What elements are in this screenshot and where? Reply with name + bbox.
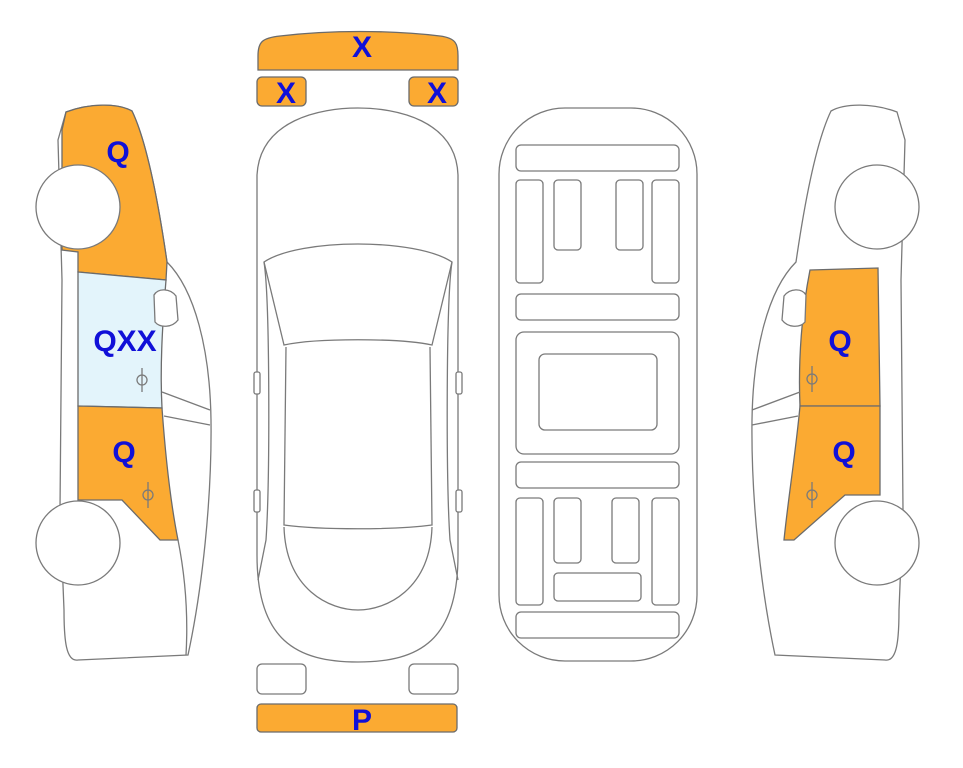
underbody-rail-7 [515, 461, 680, 489]
left-front-fender-label: Q [106, 136, 129, 169]
top-car-outline [256, 107, 459, 663]
top-left-mirror [253, 371, 261, 395]
underbody-rail-11 [651, 497, 680, 606]
underbody-rail-13 [515, 611, 680, 639]
underbody-view [498, 107, 698, 662]
front-bumper-label: X [352, 31, 372, 64]
right-front-handle-knob [806, 373, 818, 385]
top-roof [283, 346, 433, 530]
underbody-rail-8 [515, 497, 544, 606]
left-taillight [256, 663, 307, 695]
top-rear-window [283, 526, 433, 611]
rear-bumper-label: P [352, 704, 372, 737]
right-headlight-label: X [427, 77, 447, 110]
rear-bumper-panel [256, 703, 458, 733]
right-seat-line-2 [751, 415, 799, 426]
underbody-center [538, 353, 658, 431]
left-rear-wheel [35, 500, 121, 586]
right-rear-wheel [834, 500, 920, 586]
underbody-rail-9 [553, 497, 582, 564]
right-taillight [408, 663, 459, 695]
left-headlight-panel [256, 76, 307, 107]
right-seat-line [751, 391, 801, 411]
underbody-rail-12 [553, 572, 642, 602]
left-rear-handle-knob [142, 489, 154, 501]
left-front-wheel [35, 164, 121, 250]
top-left-rear-mark [253, 489, 261, 513]
left-rear-door-panel [77, 405, 179, 541]
left-seat-line [161, 391, 211, 411]
top-right-edge [446, 261, 459, 581]
underbody-rail-1 [515, 144, 680, 172]
right-rear-door-label: Q [832, 436, 855, 469]
left-side-view [35, 104, 212, 661]
right-front-door-label: Q [828, 325, 851, 358]
underbody-rail-3 [553, 179, 582, 251]
left-headlight-label: X [276, 77, 296, 110]
top-right-mirror [455, 371, 463, 395]
left-front-door-glass-label: QXX [93, 325, 156, 358]
underbody-rail-10 [611, 497, 640, 564]
top-left-edge [257, 261, 270, 581]
right-mirror [781, 289, 807, 327]
underbody-rail-6 [515, 293, 680, 321]
left-seat-line-2 [163, 415, 211, 426]
underbody-rail-4 [615, 179, 644, 251]
underbody-rail-5 [651, 179, 680, 284]
right-rear-handle-knob [806, 489, 818, 501]
front-bumper-panel [257, 30, 459, 71]
left-rear-quarter-line [177, 539, 188, 656]
damage-labels: X X X P Q QXX Q Q Q [93, 31, 855, 737]
top-right-rear-mark [455, 489, 463, 513]
left-mirror [153, 289, 179, 327]
top-view [253, 30, 463, 733]
right-rear-door-panel [783, 405, 881, 541]
right-front-wheel [834, 164, 920, 250]
left-rear-door-label: Q [112, 436, 135, 469]
right-headlight-panel [408, 76, 459, 107]
left-front-handle-knob [136, 374, 148, 386]
underbody-rail-2 [515, 179, 544, 284]
right-side-view [751, 104, 920, 661]
